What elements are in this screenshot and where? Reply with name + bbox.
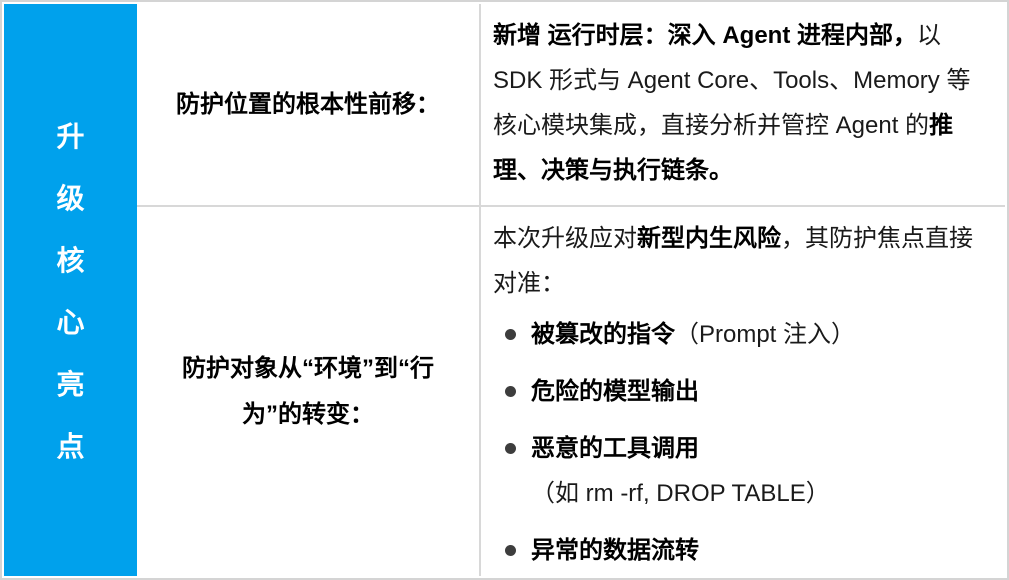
bullet-dot-icon (505, 329, 516, 340)
bullet-dot-icon (505, 443, 516, 454)
bullet-item-malicious-tool-calls: 恶意的工具调用 （如 rm -rf, DROP TABLE） (493, 426, 987, 516)
bullet-item-abnormal-data-flow: 异常的数据流转 (493, 528, 987, 573)
bullet-item-tampered-instructions: 被篡改的指令（Prompt 注入） (493, 312, 987, 357)
row2-content-cell: 本次升级应对新型内生风险，其防护焦点直接对准： 被篡改的指令（Prompt 注入… (481, 207, 1005, 576)
row2-intro-bold: 新型内生风险 (637, 225, 781, 252)
row2-intro-paragraph: 本次升级应对新型内生风险，其防护焦点直接对准： (493, 216, 987, 306)
bullet-item-dangerous-model-output: 危险的模型输出 (493, 369, 987, 414)
bullet-dot-icon (505, 386, 516, 397)
upgrade-highlights-table: 升 级 核 心 亮 点 防护位置的根本性前移： 新增 运行时层：深入 Agent… (4, 4, 1005, 576)
row1-seg-normal: 以 SDK 形式与 Agent Core、Tools、Memory 等核心模块集… (493, 22, 971, 139)
row2-label-cell: 防护对象从“环境”到“行为”的转变： (137, 207, 481, 576)
bullet-dot-icon (505, 545, 516, 556)
header-char-5: 亮 (56, 369, 85, 400)
bullet-3-bold: 恶意的工具调用 (531, 435, 699, 462)
bullet-4-bold: 异常的数据流转 (531, 537, 699, 564)
row1-label: 防护位置的根本性前移： (176, 90, 440, 118)
row1-seg-bold-lead: 新增 运行时层：深入 Agent 进程内部， (493, 22, 917, 49)
header-char-4: 心 (56, 307, 85, 338)
bullet-1-normal: （Prompt 注入） (675, 321, 856, 348)
row1-paragraph: 新增 运行时层：深入 Agent 进程内部，以 SDK 形式与 Agent Co… (493, 13, 987, 193)
risk-bullet-list: 被篡改的指令（Prompt 注入） 危险的模型输出 恶意的工具调用 （如 rm -… (493, 312, 987, 573)
row2-intro-normal-2: ，其防护焦点直接对准： (493, 225, 973, 297)
table-header-column: 升 级 核 心 亮 点 (4, 4, 137, 576)
bullet-3-normal: （如 rm -rf, DROP TABLE） (531, 480, 830, 507)
header-char-2: 级 (56, 183, 85, 214)
row1-seg-bold-tail: 推理、决策与执行链条。 (493, 112, 954, 184)
bullet-2-bold: 危险的模型输出 (531, 378, 699, 405)
row1-label-cell: 防护位置的根本性前移： (137, 4, 481, 207)
row1-content-cell: 新增 运行时层：深入 Agent 进程内部，以 SDK 形式与 Agent Co… (481, 4, 1005, 207)
header-char-1: 升 (56, 121, 85, 152)
header-char-3: 核 (56, 245, 85, 276)
row2-label: 防护对象从“环境”到“行为”的转变： (182, 355, 434, 428)
row2-intro-normal-1: 本次升级应对 (493, 225, 637, 252)
header-char-6: 点 (56, 431, 85, 462)
bullet-1-bold: 被篡改的指令 (531, 321, 675, 348)
